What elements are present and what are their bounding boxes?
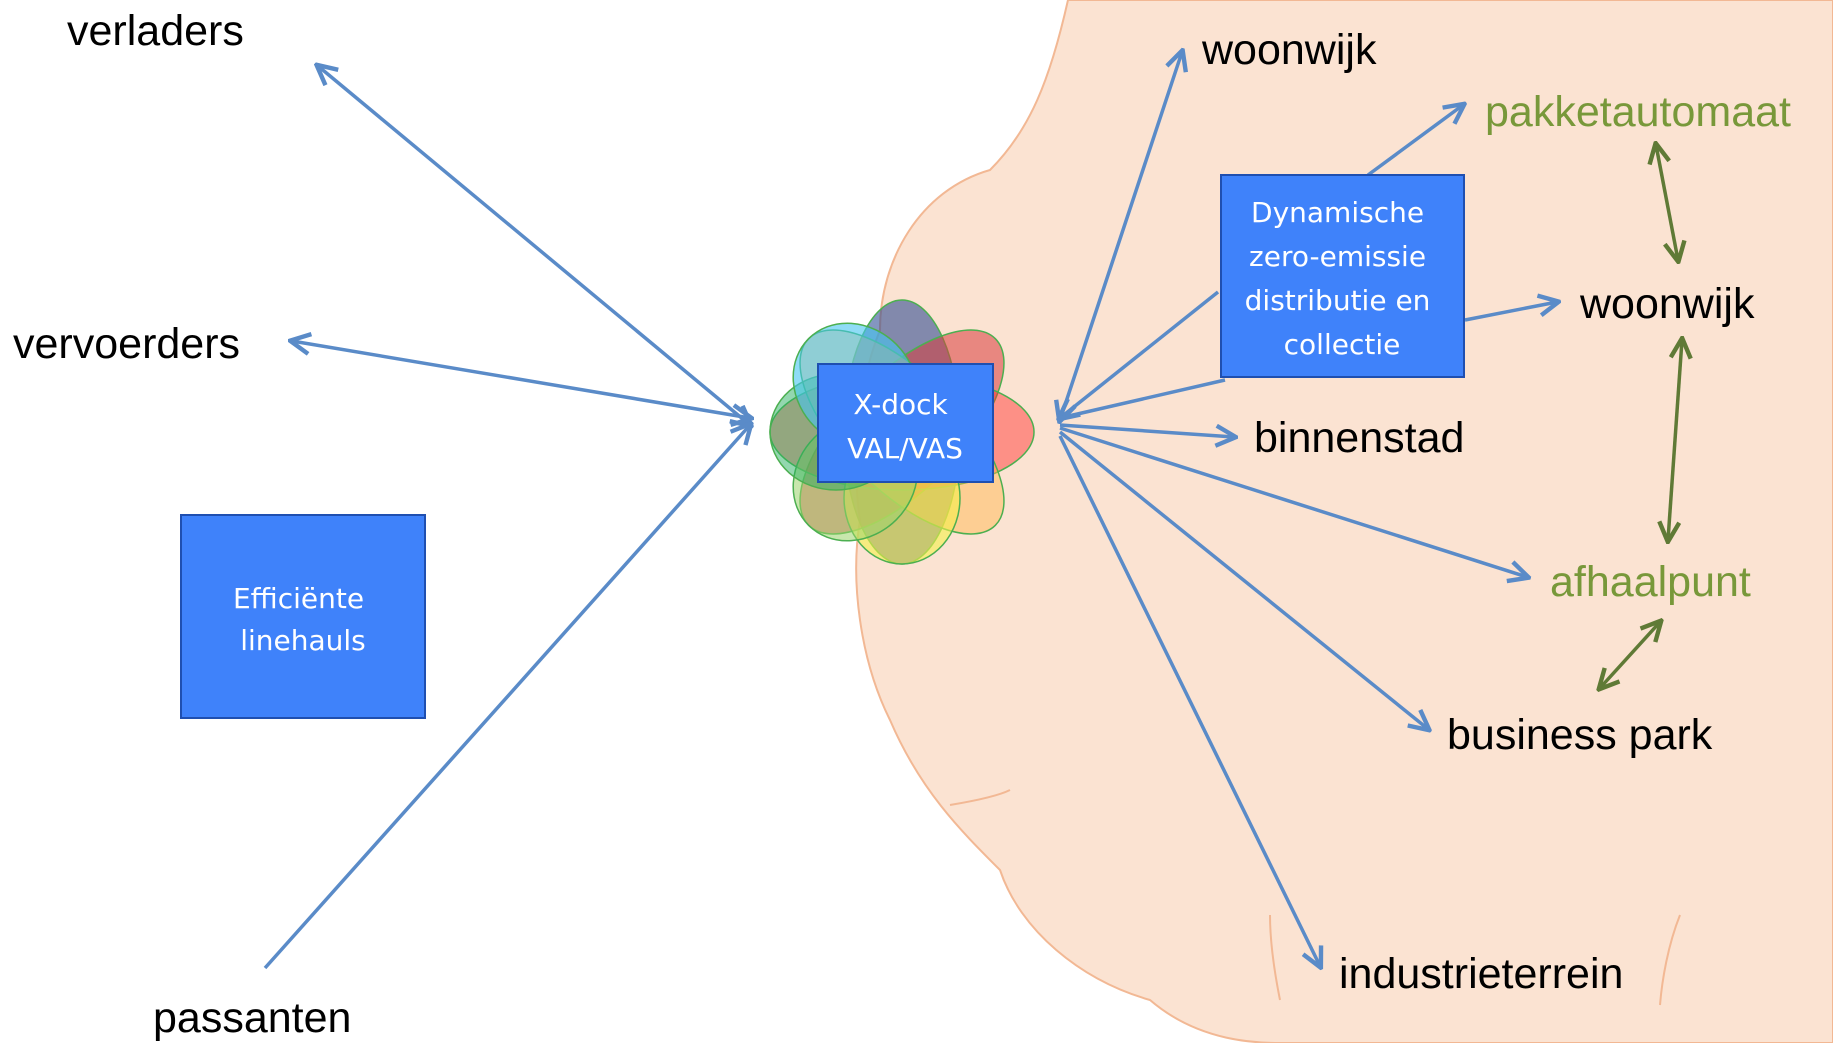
dynamic-line-2: zero-emissie: [1249, 240, 1426, 273]
arrow-green-pakket-woonwijk: [1656, 145, 1678, 260]
cloud-crease-3: [1659, 914, 1681, 1006]
dynamic-line-1: Dynamische: [1251, 196, 1424, 229]
label-vervoerders: vervoerders: [13, 320, 240, 368]
label-woonwijk-top: woonwijk: [1201, 26, 1377, 74]
cloud-crease-1: [949, 789, 1011, 806]
xdock-line-1: X-dock: [853, 388, 948, 421]
arrow-green-afhaalpunt-business: [1600, 622, 1660, 688]
city-cloud: [855, 0, 1833, 1043]
dynamic-line-3: distributie en: [1245, 284, 1431, 317]
dynamic-line-4: collectie: [1284, 328, 1401, 361]
arrow-industrieterrein: [1058, 435, 1320, 966]
arrow-green-woonwijk-afhaalpunt: [1668, 340, 1682, 540]
svg-text:X-dock VAL/VAS: X-dock VAL/VAS: [847, 388, 963, 465]
dynamic-distribution-box: Dynamische zero-emissie distributie en c…: [1220, 174, 1465, 378]
svg-text:Dynamische zero-emissie: Dynamische zero-emissie distributie en c…: [1245, 196, 1440, 361]
label-industrieterrein: industrieterrein: [1339, 950, 1623, 998]
arrow-afhaalpunt: [1059, 426, 1527, 577]
arrow-woonwijk-top: [1060, 52, 1182, 420]
arrow-woonwijk-right: [1464, 302, 1557, 322]
arrow-vervoerders: [292, 341, 750, 418]
arrow-dynamic-bottom: [1059, 378, 1226, 420]
arrow-dynamic-to-xdock: [1060, 290, 1220, 418]
label-passanten: passanten: [153, 994, 351, 1042]
arrow-pakketautomaat: [1366, 105, 1463, 177]
label-pakketautomaat: pakketautomaat: [1485, 88, 1791, 136]
linehauls-line-2: linehauls: [240, 624, 366, 657]
cloud-crease-2: [1269, 914, 1281, 1001]
xdock-line-2: VAL/VAS: [847, 432, 963, 465]
label-binnenstad: binnenstad: [1254, 414, 1464, 462]
arrow-binnenstad: [1059, 423, 1234, 437]
svg-text:Efficiënte linehauls: Efficiënte linehauls: [233, 582, 373, 657]
linehauls-line-1: Efficiënte: [233, 582, 364, 615]
xdock-box: X-dock VAL/VAS: [817, 363, 994, 483]
linehauls-box: Efficiënte linehauls: [180, 514, 426, 719]
arrow-verladers: [318, 66, 750, 425]
label-woonwijk-right: woonwijk: [1579, 280, 1755, 328]
label-verladers: verladers: [67, 7, 244, 55]
label-business-park: business park: [1447, 711, 1713, 759]
arrow-passanten: [263, 425, 750, 970]
label-afhaalpunt: afhaalpunt: [1550, 558, 1751, 606]
arrow-business-park: [1058, 430, 1428, 729]
